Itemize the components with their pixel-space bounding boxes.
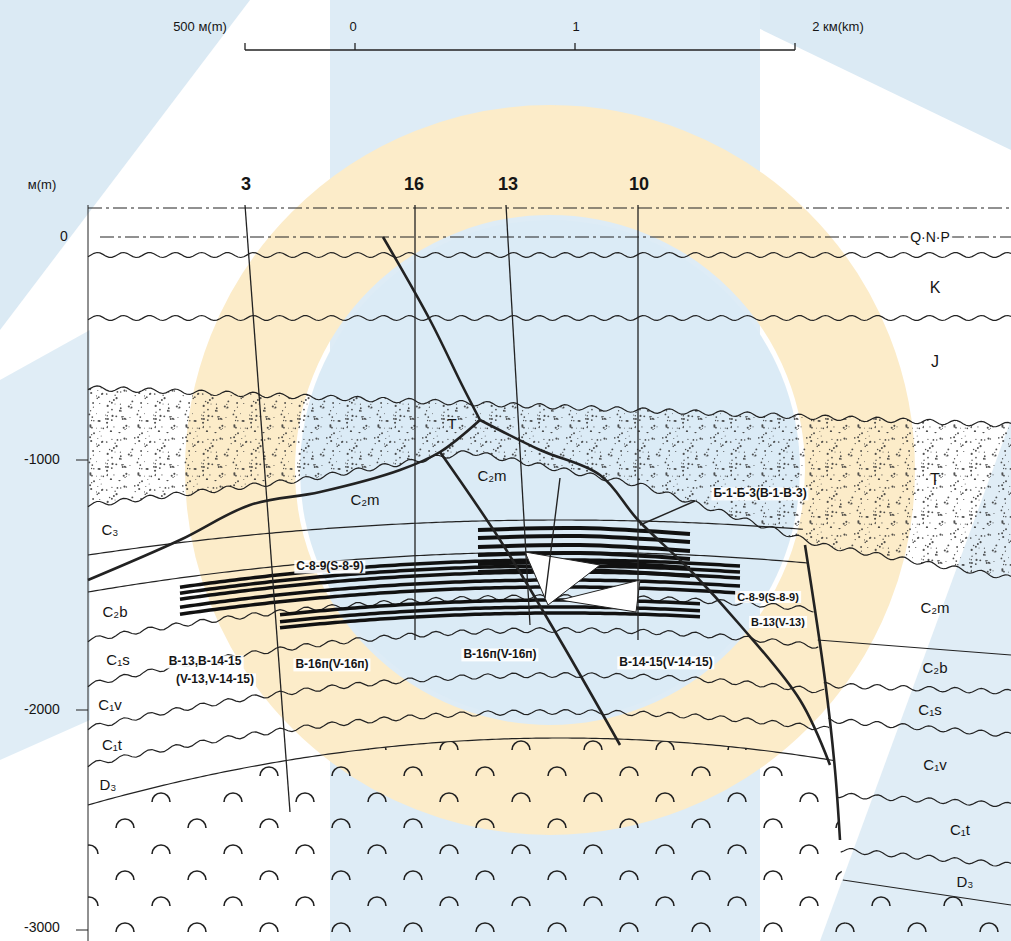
well-line — [506, 205, 530, 625]
unconformity-line — [88, 710, 829, 767]
basement-fill — [843, 880, 1011, 941]
boundary-line — [843, 880, 1011, 905]
layer-label: D₃ — [957, 874, 974, 891]
reservoir-label: С-8-9(S-8-9) — [294, 560, 365, 573]
unconformity-line — [88, 386, 1011, 427]
boundary-line — [818, 640, 1011, 655]
unconformity-line — [837, 793, 1011, 806]
layer-label: C₁t — [950, 822, 970, 839]
unconformity-line — [88, 673, 824, 730]
depth-label: 0 — [60, 229, 68, 244]
leader-line — [640, 501, 695, 525]
watermark-shape — [0, 330, 90, 760]
well-line — [637, 205, 638, 640]
depth-label: -3000 — [24, 920, 60, 935]
reservoir-label: В-13(V-13) — [749, 616, 807, 628]
scale-bar — [245, 49, 795, 50]
datum-line — [100, 237, 1011, 238]
scale-label: 1 — [572, 20, 579, 34]
layer-label: Q·N·P — [908, 230, 952, 245]
unconformity-line — [88, 316, 1011, 321]
fault-line — [545, 478, 560, 598]
reservoir-label: В-14-15(V-14-15) — [617, 656, 714, 669]
layer-label: J — [931, 353, 939, 371]
layer-label: C₂m — [477, 468, 506, 485]
reservoir-label: С-8-9(S-8-9) — [735, 591, 801, 603]
layer-label: C₃ — [102, 522, 119, 539]
boundary-line — [88, 738, 833, 805]
fault-line — [805, 545, 840, 840]
layer-label: C₂b — [103, 604, 128, 621]
layer-label: C₂b — [923, 660, 948, 677]
fault-line — [383, 237, 480, 420]
unconformity-line — [88, 253, 1011, 258]
fault-line — [88, 420, 480, 580]
layer-label: C₁v — [98, 697, 121, 714]
layer-label: T — [447, 416, 456, 433]
well-number: 3 — [241, 175, 251, 195]
scale-tick — [794, 43, 795, 50]
basement-fill — [88, 738, 847, 941]
reservoir-label: (V-13,V-14-15) — [174, 673, 256, 686]
scale-tick — [574, 43, 575, 50]
frame — [76, 43, 1011, 941]
axis-tick — [76, 930, 88, 931]
well-number: 13 — [498, 175, 518, 195]
geology — [88, 205, 1011, 941]
reservoir-bands — [180, 528, 740, 628]
scale-tick — [354, 43, 355, 50]
layer-label: K — [930, 279, 941, 297]
layer-label: T — [930, 471, 940, 489]
scale-label: 0 — [349, 20, 356, 34]
depth-label: -1000 — [24, 452, 60, 467]
axis-tick — [76, 460, 88, 461]
layer-label: C₂m — [350, 492, 379, 509]
watermark-shape — [0, 0, 250, 330]
fault-line — [440, 452, 620, 745]
layer-label: D₃ — [100, 777, 117, 794]
unconformity-line — [841, 849, 1011, 866]
well-number: 16 — [404, 175, 424, 195]
well-line — [245, 205, 290, 812]
well-number: 10 — [629, 175, 649, 195]
axis-unit: м(m) — [28, 178, 56, 192]
oil-band — [280, 613, 700, 628]
unconformity-line — [824, 683, 1011, 694]
oil-band — [478, 528, 690, 534]
boundary-line — [88, 552, 807, 592]
layer-label: C₁t — [102, 737, 122, 754]
unconformity-line — [88, 628, 818, 687]
reservoir-label: В-16п(V-16п) — [293, 658, 370, 671]
frame-line — [88, 208, 1011, 209]
unconformity-line — [828, 718, 1011, 736]
layer-label: C₂m — [920, 600, 949, 617]
stipple-fill — [88, 386, 1011, 578]
axis-tick — [76, 710, 88, 711]
scale-label: 2 км(km) — [812, 20, 863, 34]
boundary-line — [88, 520, 803, 555]
reservoir-label: Б-1-Б-3(B-1-B-3) — [711, 487, 808, 500]
reservoir-label: В-13,В-14-15 — [167, 655, 244, 668]
reservoir-label: В-16п(V-16п) — [461, 648, 538, 661]
layer-label: C₁s — [918, 702, 941, 719]
well-line — [414, 205, 415, 640]
layer-label: C₁v — [923, 757, 946, 774]
scale-tick — [244, 43, 245, 50]
oil-band — [478, 545, 690, 551]
axis-line — [88, 205, 89, 941]
depth-label: -2000 — [24, 702, 60, 717]
layer-label: C₁s — [106, 652, 129, 669]
scale-label: 500 м(m) — [173, 20, 227, 34]
white-wedge — [560, 580, 640, 612]
